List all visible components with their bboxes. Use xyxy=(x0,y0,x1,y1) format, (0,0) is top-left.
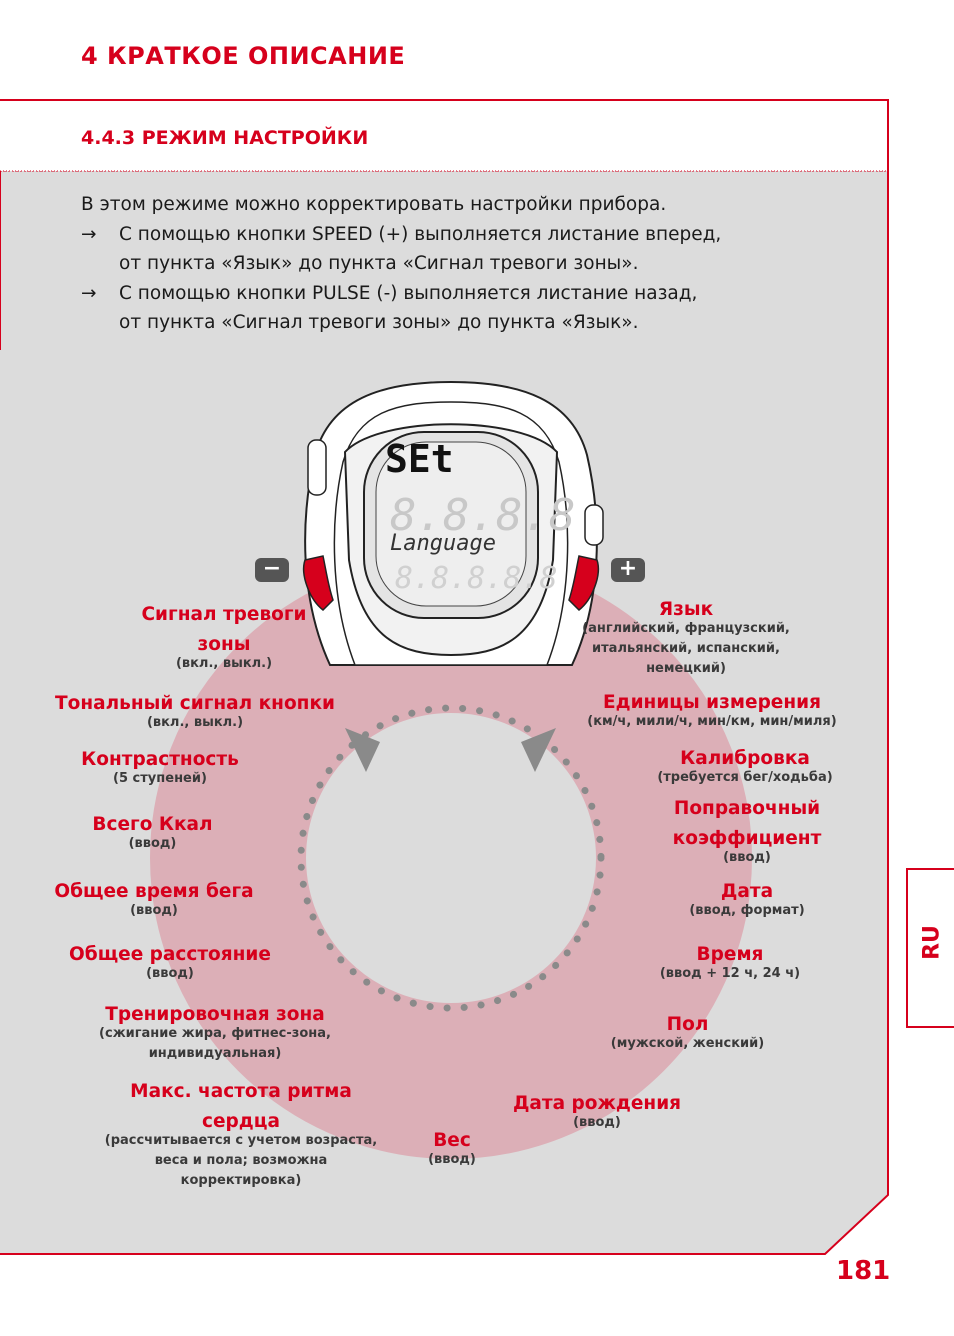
arrow-icon: → xyxy=(81,282,97,304)
label-title: Макс. частота ритма xyxy=(130,1081,352,1102)
label-sub: (ввод) xyxy=(723,850,771,865)
label-title: коэффициент xyxy=(672,828,822,849)
label-title: Тренировочная зона xyxy=(105,1004,325,1025)
watch-display-middle: Language xyxy=(390,531,496,556)
section-title: 4.4.3 РЕЖИМ НАСТРОЙКИ xyxy=(81,127,369,149)
dotted-circle xyxy=(297,704,605,1012)
label-contrast: Контрастность (5 ступеней) xyxy=(60,745,260,789)
label-sub: (ввод + 12 ч, 24 ч) xyxy=(659,966,801,981)
label-sub: немецкий) xyxy=(646,661,726,676)
label-title: Пол xyxy=(666,1014,709,1035)
label-birth-date: Дата рождения (ввод) xyxy=(504,1089,690,1133)
label-sub: (вкл., выкл.) xyxy=(146,715,244,730)
label-title: зоны xyxy=(197,634,251,655)
label-training-zone: Тренировочная зона (сжигание жира, фитне… xyxy=(80,1000,350,1064)
label-title: Сигнал тревоги xyxy=(141,604,307,625)
label-sub: (ввод) xyxy=(428,1152,476,1167)
panel-border xyxy=(0,99,889,1255)
label-sub: веса и пола; возможна xyxy=(154,1153,328,1168)
label-sub: (ввод) xyxy=(146,966,194,981)
label-sub: итальянский, испанский, xyxy=(592,641,780,656)
label-title: сердца xyxy=(202,1111,280,1132)
label-max-hr: Макс. частота ритма сердца (рассчитывает… xyxy=(90,1077,392,1191)
label-title: Дата рождения xyxy=(512,1093,682,1114)
intro-text: В этом режиме можно корректировать настр… xyxy=(81,190,841,338)
label-weight: Вес (ввод) xyxy=(412,1126,492,1170)
watch-display-top: SEt xyxy=(385,437,454,481)
section-header-bg xyxy=(0,101,887,171)
bullet-text: С помощью кнопки PULSE (-) выполняется л… xyxy=(119,282,698,304)
label-language: Язык (английский, французский, итальянск… xyxy=(566,595,806,679)
watch-illustration: 8.8.8.8 8.8.8.8.8 xyxy=(303,380,604,666)
svg-text:8.8.8.8: 8.8.8.8 xyxy=(390,490,575,541)
label-total-distance: Общее расстояние (ввод) xyxy=(50,940,290,984)
label-sub: (английский, французский, xyxy=(582,621,790,636)
language-tab-label: RU xyxy=(919,925,945,960)
bullet-text: С помощью кнопки SPEED (+) выполняется л… xyxy=(119,223,722,245)
label-sub: (ввод) xyxy=(130,903,178,918)
label-zone-alarm: Сигнал тревоги зоны (вкл., выкл.) xyxy=(104,600,344,674)
label-sub: (ввод) xyxy=(573,1115,621,1130)
label-time: Время (ввод + 12 ч, 24 ч) xyxy=(645,940,815,984)
label-title: Общее время бега xyxy=(54,881,254,902)
label-sub: (км/ч, мили/ч, мин/км, мин/миля) xyxy=(587,714,837,729)
label-date: Дата (ввод, формат) xyxy=(672,877,822,921)
label-title: Язык xyxy=(658,599,714,620)
forward-arrow-icon xyxy=(521,728,556,772)
label-sex: Пол (мужской, женский) xyxy=(600,1010,775,1054)
label-sub: (ввод) xyxy=(128,836,177,851)
language-tab: RU xyxy=(906,868,954,1028)
label-sub: (мужской, женский) xyxy=(610,1036,765,1051)
label-title: Всего Ккал xyxy=(92,814,213,835)
label-sub: (рассчитывается с учетом возраста, xyxy=(104,1133,378,1148)
label-title: Вес xyxy=(433,1130,471,1151)
label-total-run-time: Общее время бега (ввод) xyxy=(40,877,268,921)
arrow-icon: → xyxy=(81,223,97,245)
label-sub: (сжигание жира, фитнес-зона, xyxy=(99,1026,331,1041)
svg-text:8.8.8.8.8: 8.8.8.8.8 xyxy=(395,561,558,596)
label-sub: (требуется бег/ходьба) xyxy=(657,770,833,785)
label-key-tone: Тональный сигнал кнопки (вкл., выкл.) xyxy=(40,689,350,733)
minus-button-icon: − xyxy=(255,558,289,582)
back-arrow-icon xyxy=(345,728,380,772)
label-title: Дата xyxy=(720,881,774,902)
bullet-text: от пункта «Язык» до пункта «Сигнал трево… xyxy=(119,253,639,274)
label-sub: корректировка) xyxy=(180,1173,302,1188)
label-title: Время xyxy=(696,944,764,965)
label-title: Поправочный xyxy=(673,798,821,819)
label-calibration: Калибровка (требуется бег/ходьба) xyxy=(645,744,845,788)
bullet-item: → С помощью кнопки SPEED (+) выполняется… xyxy=(81,220,841,250)
label-title: Общее расстояние xyxy=(69,944,271,965)
intro-line: В этом режиме можно корректировать настр… xyxy=(81,194,667,215)
label-title: Тональный сигнал кнопки xyxy=(55,693,335,714)
label-title: Единицы измерения xyxy=(603,692,821,713)
label-units: Единицы измерения (км/ч, мили/ч, мин/км,… xyxy=(565,688,859,732)
label-sub: (5 ступеней) xyxy=(113,771,207,786)
label-correction-factor: Поправочный коэффициент (ввод) xyxy=(652,794,842,868)
chapter-title: 4 КРАТКОЕ ОПИСАНИЕ xyxy=(81,42,406,70)
label-total-kcal: Всего Ккал (ввод) xyxy=(70,810,235,854)
plus-button-icon: + xyxy=(611,558,645,582)
label-title: Контрастность xyxy=(81,749,239,770)
label-sub: (ввод, формат) xyxy=(689,903,805,918)
label-sub: индивидуальная) xyxy=(148,1046,282,1061)
bullet-item: → С помощью кнопки PULSE (-) выполняется… xyxy=(81,279,841,309)
label-title: Калибровка xyxy=(680,748,810,769)
page-number: 181 xyxy=(836,1256,891,1286)
label-sub: (вкл., выкл.) xyxy=(175,656,273,671)
bullet-text: от пункта «Сигнал тревоги зоны» до пункт… xyxy=(119,312,639,333)
